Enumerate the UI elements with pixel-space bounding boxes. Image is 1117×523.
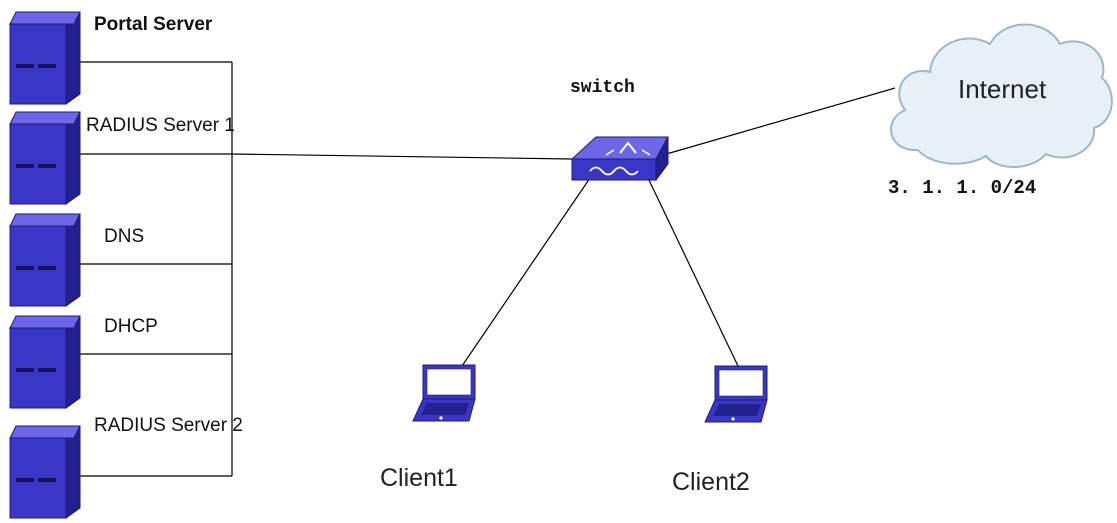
switch-label: switch [570,78,635,98]
client2-laptop-icon [704,365,768,423]
server-dhcp [9,315,81,409]
server-tower-icon [9,111,81,205]
server-portal [9,11,81,105]
link-switch-to-client2 [647,177,739,367]
server-tower-icon [9,11,81,105]
server-radius-1 [9,111,81,205]
link-servers-to-switch [231,153,573,160]
client1-laptop-icon [412,364,476,422]
internet-subnet-label: 3. 1. 1. 0/24 [888,177,1036,199]
network-switch-icon [570,136,669,182]
connection-lines [78,61,896,477]
cloud-icon [890,23,1113,168]
internet-label: Internet [958,74,1047,104]
server-radius-2 [9,425,81,519]
server-label-radius-2: RADIUS Server 2 [94,415,243,436]
server-dns [9,213,81,307]
server-tower-icon [9,315,81,409]
client2-label: Client2 [672,468,750,496]
link-switch-to-internet [655,87,896,158]
server-label-dns: DNS [104,226,144,247]
server-tower-icon [9,425,81,519]
server-label-radius-1: RADIUS Server 1 [86,115,235,136]
server-tower-icon [9,213,81,307]
server-label-dhcp: DHCP [104,316,158,337]
client1-label: Client1 [380,464,458,492]
server-label-portal: Portal Server [94,14,213,35]
link-switch-to-client1 [461,177,591,367]
